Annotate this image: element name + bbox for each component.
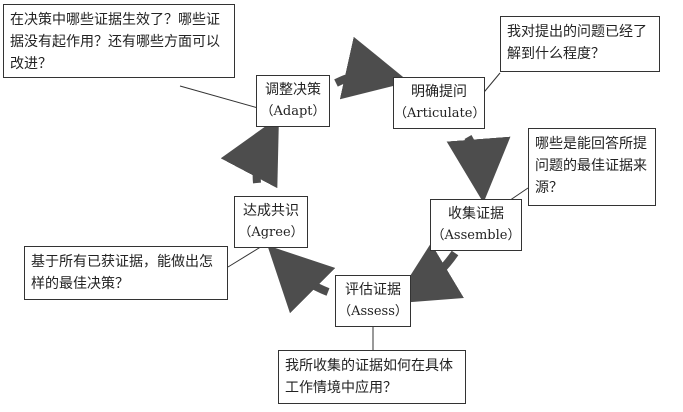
note-adapt-text: 在决策中哪些证据生效了？哪些证据没有起作用？还有哪些方面可以改进？	[10, 12, 220, 72]
arrow-assemble-to-assess	[392, 243, 464, 304]
stage-assemble-label-en: （Assemble）	[431, 228, 521, 243]
note-agree: 基于所有已获证据，能做出怎样的最佳决策？	[24, 246, 228, 300]
note-adapt: 在决策中哪些证据生效了？哪些证据没有起作用？还有哪些方面可以改进？	[3, 4, 235, 78]
arrow-adapt-to-articulate	[334, 36, 410, 100]
stage-articulate-label: 明确提问	[411, 84, 467, 100]
arrow-agree-to-adapt	[220, 116, 279, 189]
stage-articulate-label-en: （Articulate）	[394, 106, 486, 121]
stage-articulate: 明确提问 （Articulate）	[393, 77, 485, 129]
note-assemble: 哪些是能回答所提问题的最佳证据来源？	[528, 128, 656, 206]
stage-adapt-label: 调整决策	[265, 82, 321, 98]
stage-assess: 评估证据 （Assess）	[335, 275, 411, 327]
note-assemble-text: 哪些是能回答所提问题的最佳证据来源？	[535, 136, 647, 196]
note-articulate-text: 我对提出的问题已经了解到什么程度？	[507, 24, 647, 62]
note-assess: 我所收集的证据如何在具体工作情境中应用？	[278, 350, 466, 404]
stage-agree: 达成共识 （Agree）	[234, 196, 308, 248]
stage-assemble-label: 收集证据	[448, 206, 504, 222]
stage-agree-label-en: （Agree）	[238, 225, 304, 240]
stage-assess-label-en: （Assess）	[338, 304, 408, 319]
arrow-assess-to-agree	[267, 245, 336, 314]
stage-adapt: 调整决策 （Adapt）	[256, 75, 330, 127]
stage-agree-label: 达成共识	[243, 203, 299, 219]
stage-assess-label: 评估证据	[345, 282, 401, 298]
connector-adapt	[179, 85, 259, 109]
note-articulate: 我对提出的问题已经了解到什么程度？	[500, 16, 660, 72]
stage-adapt-label-en: （Adapt）	[260, 104, 326, 119]
note-agree-text: 基于所有已获证据，能做出怎样的最佳决策？	[31, 254, 213, 292]
stage-assemble: 收集证据 （Assemble）	[430, 199, 522, 251]
arrow-articulate-to-assemble	[446, 135, 511, 203]
note-assess-text: 我所收集的证据如何在具体工作情境中应用？	[285, 358, 453, 396]
